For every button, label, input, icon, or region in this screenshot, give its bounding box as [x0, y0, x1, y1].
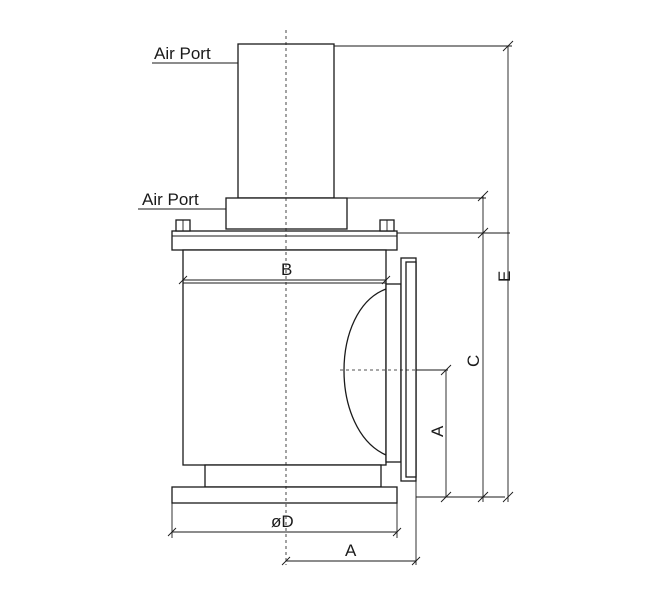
bottom-flange	[171, 486, 398, 504]
dim-c-label: C	[464, 355, 483, 367]
dim-a-vertical-label: A	[428, 425, 447, 437]
dim-a-horizontal-label: A	[345, 541, 357, 560]
air-port-top-label: Air Port	[154, 44, 211, 63]
bolt-left	[175, 219, 191, 232]
air-port-bottom-label: Air Port	[142, 190, 199, 209]
actuator-base	[225, 197, 348, 230]
side-outlet-neck	[385, 283, 402, 463]
side-outlet-dome	[343, 288, 387, 457]
dim-e-label: E	[495, 271, 514, 282]
bolt-right	[379, 219, 395, 232]
dim-d-label: øD	[271, 512, 294, 531]
bottom-neck	[204, 464, 382, 488]
dim-b-label: B	[281, 260, 292, 279]
top-flange	[171, 230, 398, 251]
